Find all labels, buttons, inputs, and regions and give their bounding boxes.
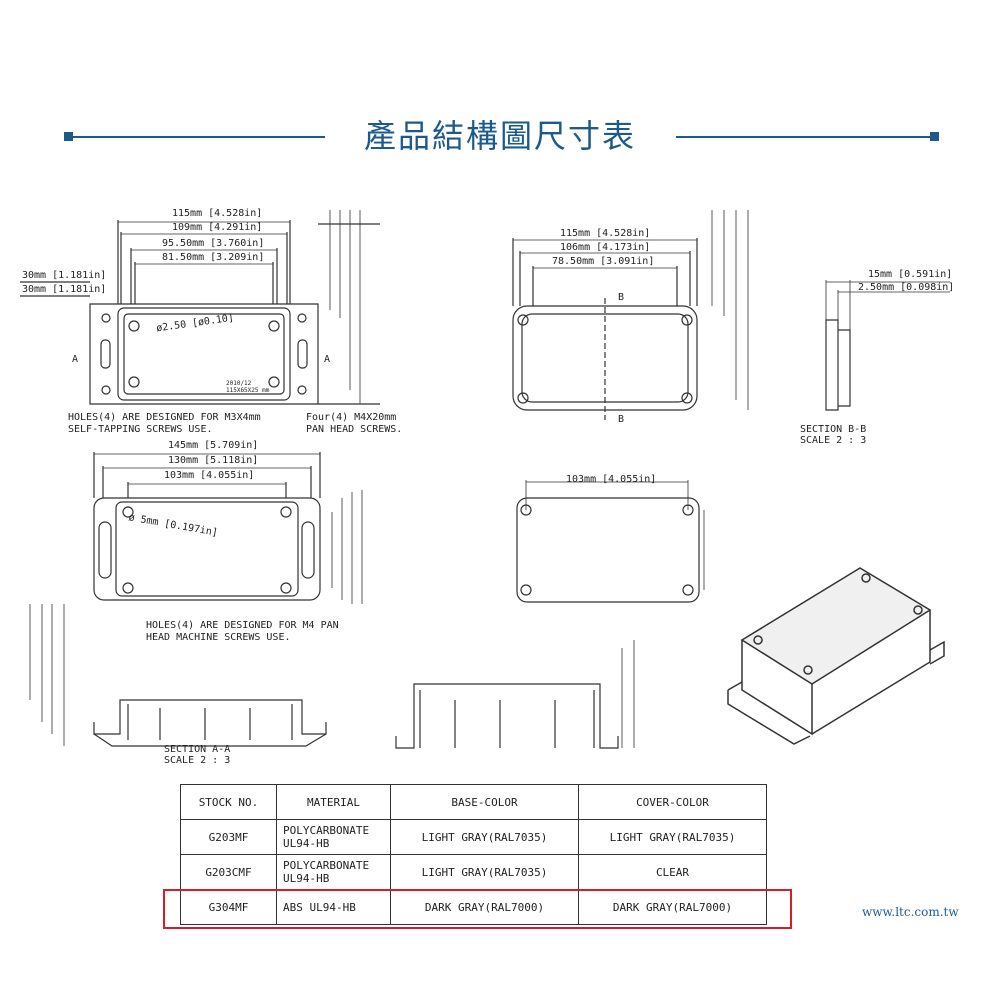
header-square-right [930,132,939,141]
cell-cover-color: DARK GRAY(RAL7000) [578,889,767,925]
dim-109: 109mm [4.291in] [172,222,263,233]
dim-30-b: 30mm [1.181in] [22,284,107,295]
section-bb [825,280,950,411]
cell-stock: G203CMF [180,854,277,890]
cell-stock: G203MF [180,819,277,855]
lid-view [516,480,705,603]
cell-cover-color: CLEAR [578,854,767,890]
cell-base-color: LIGHT GRAY(RAL7035) [390,819,579,855]
page-title: 產品結構圖尺寸表 [363,117,636,155]
marker-a-right: A [324,354,331,365]
dim-130: 130mm [5.118in] [168,455,259,466]
cell-cover-color: LIGHT GRAY(RAL7035) [578,819,767,855]
table-header-row: STOCK NO. MATERIAL BASE-COLOR COVER-COLO… [180,784,767,820]
note-holes-m3: HOLES(4) ARE DESIGNED FOR M3X4mm SELF-TA… [68,412,261,435]
table-row: G304MF ABS UL94-HB DARK GRAY(RAL7000) DA… [180,889,767,925]
note-holes-m4: HOLES(4) ARE DESIGNED FOR M4 PAN HEAD MA… [146,620,339,643]
section-aa-label: SECTION A-A SCALE 2 : 3 [164,744,231,766]
header: 產品結構圖尺寸表 [0,112,1000,162]
side-view [395,640,635,749]
top-view [20,210,380,405]
dim-2-50: 2.50mm [0.098in] [858,282,955,293]
header-rule-left [70,136,325,138]
marker-b-bottom: B [618,414,625,425]
dim-81-50: 81.50mm [3.209in] [162,252,265,263]
section-aa [29,604,327,747]
dim-30-a: 30mm [1.181in] [22,270,107,281]
bottom-view [93,452,363,604]
table-row: G203CMF POLYCARBONATE UL94-HB LIGHT GRAY… [180,854,767,890]
marker-b-top: B [618,292,625,303]
section-bb-label: SECTION B-B SCALE 2 : 3 [800,424,867,446]
website-link[interactable]: www.ltc.com.tw [862,905,959,919]
spec-table: STOCK NO. MATERIAL BASE-COLOR COVER-COLO… [180,784,767,925]
dim-95-50: 95.50mm [3.760in] [162,238,265,249]
marker-a-left: A [72,354,79,365]
part-mark: 2010/12 115X65X25 mm [226,380,270,394]
header-cover-color: COVER-COLOR [578,784,767,820]
cell-material: POLYCARBONATE UL94-HB [276,854,391,890]
highlight-box [163,889,792,929]
header-square-left [64,132,73,141]
header-material: MATERIAL [276,784,391,820]
dim-103-bottom: 103mm [4.055in] [164,470,255,481]
dim-115-right: 115mm [4.528in] [560,228,651,239]
isometric-view [727,567,945,745]
cell-material: ABS UL94-HB [276,889,391,925]
header-stock-no: STOCK NO. [180,784,277,820]
table-row: G203MF POLYCARBONATE UL94-HB LIGHT GRAY(… [180,819,767,855]
dim-145: 145mm [5.709in] [168,440,259,451]
dim-115-top: 115mm [4.528in] [172,208,263,219]
cell-material: POLYCARBONATE UL94-HB [276,819,391,855]
cell-base-color: LIGHT GRAY(RAL7035) [390,854,579,890]
dim-15: 15mm [0.591in] [868,269,953,280]
note-four-m4: Four(4) M4X20mm PAN HEAD SCREWS. [306,412,403,435]
dim-103-lid: 103mm [4.055in] [566,474,657,485]
header-base-color: BASE-COLOR [390,784,579,820]
top-right-view [512,210,749,420]
header-rule-right [676,136,934,138]
dim-106: 106mm [4.173in] [560,242,651,253]
dim-78-50: 78.50mm [3.091in] [552,256,655,267]
